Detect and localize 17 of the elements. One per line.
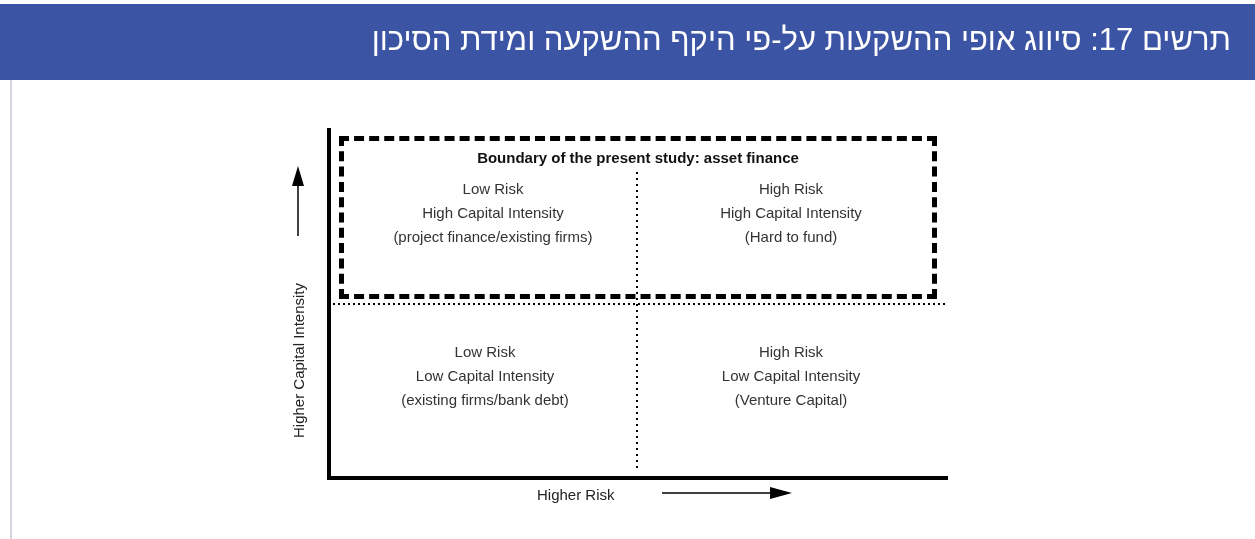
quadrant-text: Low Capital Intensity <box>415 366 555 386</box>
quadrant-text: Low Risk <box>462 179 524 199</box>
title: תרשים 17: סיווג אופי ההשקעות על-פי היקף ההשקעה ומידת הסיכון <box>371 22 1231 58</box>
quadrant-text: High Capital Intensity <box>422 203 564 223</box>
quadrant-text: (project finance/existing firms) <box>393 227 593 247</box>
quadrant-text: Low Risk <box>454 342 516 362</box>
quadrant-text: High Risk <box>758 179 824 199</box>
quadrant-text: High Capital Intensity <box>720 203 862 223</box>
quadrant-text: (Venture Capital) <box>734 390 848 410</box>
axis-label: Higher Risk <box>537 485 615 503</box>
quadrant-text: (existing firms/bank debt) <box>401 390 569 410</box>
boundary-heading: Boundary of the present study: asset finance <box>476 149 800 166</box>
quadrant-text: High Risk <box>758 342 824 362</box>
quadrant-text: Low Capital Intensity <box>721 366 861 386</box>
quadrant-text: (Hard to fund) <box>744 227 838 247</box>
boundary-box <box>339 136 937 299</box>
axis-label: Higher Capital Intensity <box>289 282 307 438</box>
